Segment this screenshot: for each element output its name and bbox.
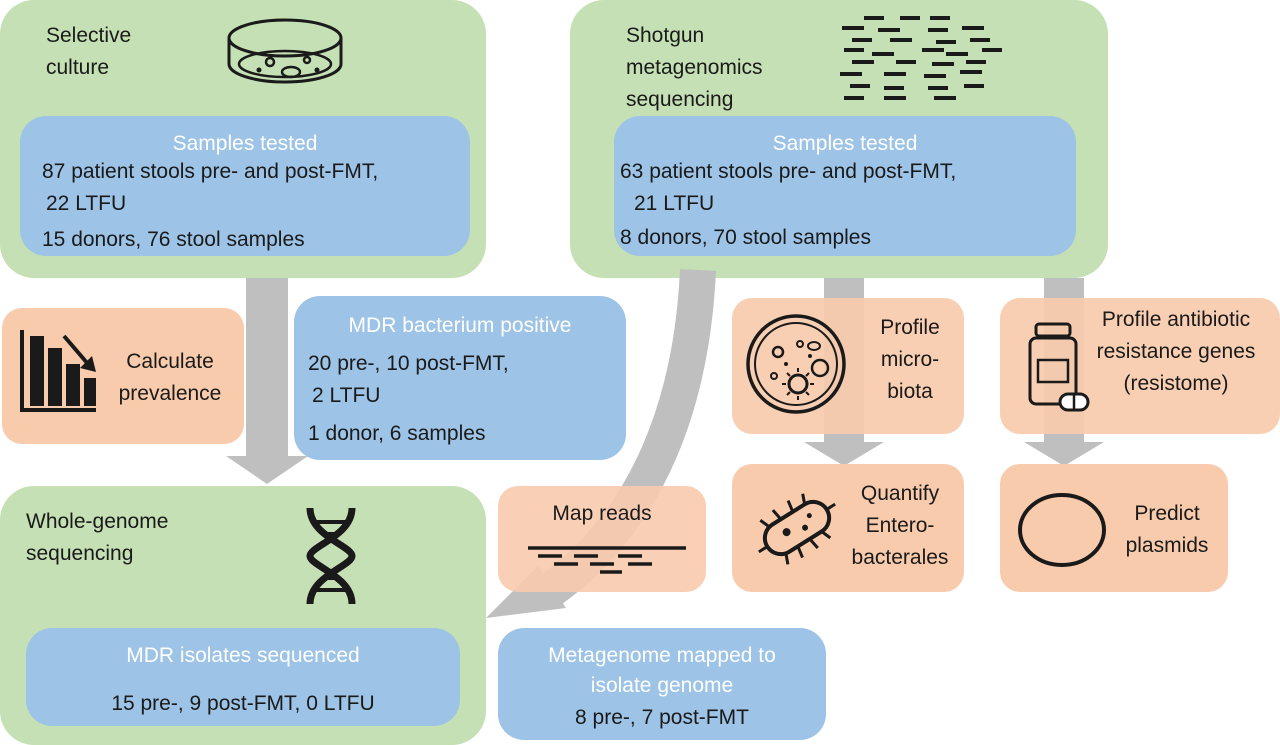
- metagenome-mapped-box: [498, 628, 826, 740]
- antibiotic-bottle-icon: [1028, 322, 1090, 412]
- profile-microbiota-box: [732, 298, 964, 434]
- petri-dish-icon: [227, 18, 343, 84]
- mdr-positive-line1: 20 pre-, 10 post-FMT,: [308, 352, 509, 375]
- culture-samples-line2: 22 LTFU: [46, 192, 127, 215]
- plasmid-circle-icon: [1018, 493, 1106, 567]
- culture-samples-line1: 87 patient stools pre- and post-FMT,: [42, 160, 379, 183]
- shotgun-samples-line3: 8 donors, 70 stool samples: [620, 226, 871, 249]
- map-reads-label: Map reads: [552, 502, 652, 525]
- mdr-positive-line2: 2 LTFU: [312, 384, 381, 407]
- mdr-isolates-heading: MDR isolates sequenced: [126, 644, 360, 667]
- profile-microbiota-label: Profile micro- biota: [880, 316, 940, 403]
- selective-culture-title: Selective culture: [46, 24, 132, 79]
- sequence-reads-icon: [840, 16, 1002, 100]
- calculate-prevalence-label: Calculate prevalence: [118, 350, 222, 405]
- shotgun-title: Shotgun metagenomics sequencing: [626, 24, 763, 111]
- culture-samples-tested-box: [20, 116, 470, 256]
- dna-helix-icon: [306, 507, 356, 605]
- shotgun-samples-tested-box: [614, 116, 1076, 256]
- predict-plasmids-box: [1000, 464, 1228, 592]
- predict-plasmids-label: Predict plasmids: [1125, 502, 1209, 557]
- metagenome-mapped-line1: Metagenome mapped to: [548, 644, 776, 667]
- microbiota-dish-icon: [746, 314, 846, 414]
- profile-resistome-box: [1000, 298, 1280, 434]
- culture-samples-heading: Samples tested: [172, 132, 318, 155]
- metagenome-mapped-line3: 8 pre-, 7 post-FMT: [575, 706, 749, 729]
- quantify-enterobacterales-label: Quantify Entero- bacterales: [851, 482, 949, 569]
- declining-bar-chart-icon: [20, 330, 96, 412]
- shotgun-samples-heading: Samples tested: [772, 132, 918, 155]
- shotgun-samples-line1: 63 patient stools pre- and post-FMT,: [620, 160, 957, 183]
- map-reads-box: [498, 486, 706, 592]
- culture-samples-line3: 15 donors, 76 stool samples: [42, 228, 305, 251]
- shotgun-samples-line2: 21 LTFU: [634, 192, 715, 215]
- mdr-positive-heading: MDR bacterium positive: [348, 314, 572, 337]
- mdr-isolates-box: [26, 628, 460, 726]
- mapped-reads-icon: [528, 546, 686, 574]
- bacterium-icon: [758, 493, 836, 565]
- metagenome-mapped-line2: isolate genome: [590, 674, 734, 697]
- profile-resistome-label: Profile antibiotic resistance genes (res…: [1096, 308, 1256, 395]
- mdr-isolates-line: 15 pre-, 9 post-FMT, 0 LTFU: [111, 692, 375, 715]
- mdr-positive-line3: 1 donor, 6 samples: [308, 422, 486, 445]
- mdr-positive-box: [294, 296, 626, 460]
- wgs-title: Whole-genome sequencing: [26, 510, 169, 565]
